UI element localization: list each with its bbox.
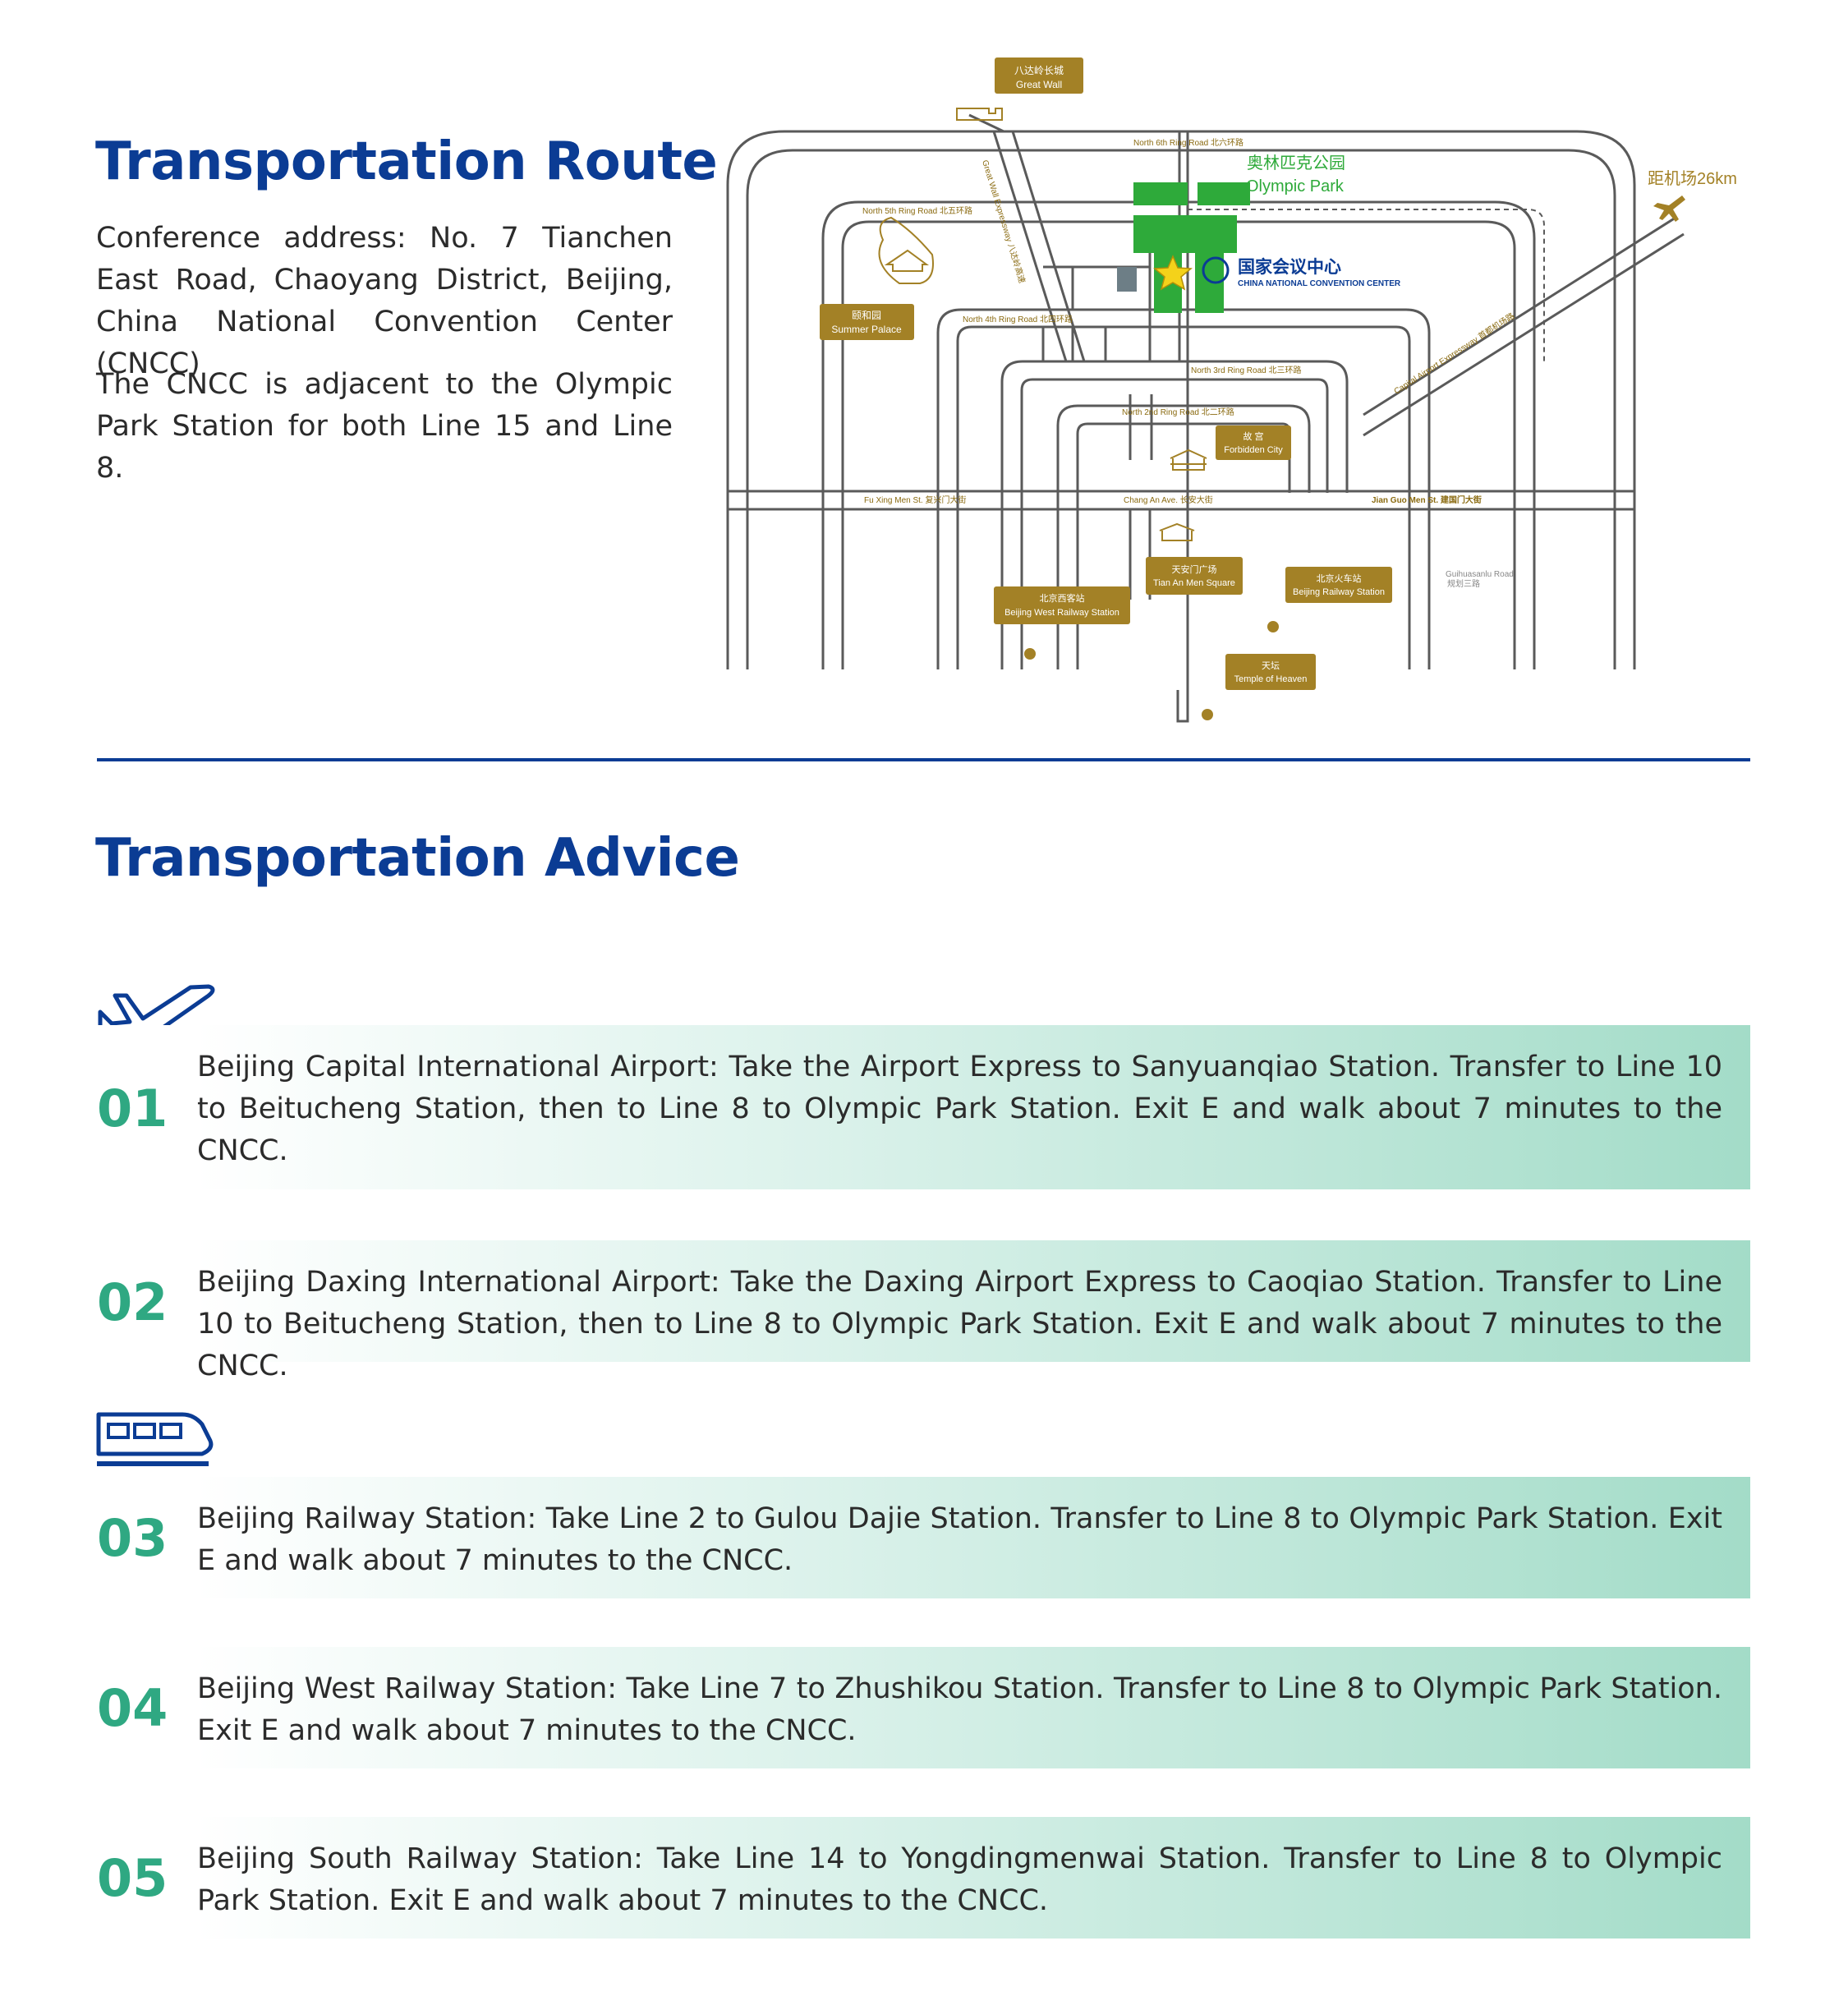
advice-item-number: 01: [97, 1078, 168, 1138]
train-icon: [96, 1412, 214, 1466]
landmark-beijing-railway-station: 北京火车站 Beijing Railway Station: [1267, 567, 1392, 632]
advice-item-band: [97, 1647, 1750, 1768]
landmark-summer-palace: 颐和园 Summer Palace: [820, 216, 934, 340]
landmark-beijing-west-railway-station: 北京西客站 Beijing West Railway Station: [994, 586, 1130, 660]
svg-text:Tian An Men Square: Tian An Men Square: [1153, 578, 1235, 588]
svg-text:规划三路: 规划三路: [1447, 578, 1480, 589]
beijing-route-map: 国家会议中心 CHINA NATIONAL CONVENTION CENTER …: [726, 57, 1737, 723]
advice-item-text: Beijing Daxing International Airport: Ta…: [197, 1266, 1722, 1382]
cncc-building-icon: [1117, 267, 1137, 292]
svg-text:距机场26km: 距机场26km: [1648, 169, 1737, 188]
advice-item-band: [97, 1240, 1750, 1362]
svg-text:天安门广场: 天安门广场: [1172, 563, 1217, 575]
svg-text:Chang An Ave. 长安大街: Chang An Ave. 长安大街: [1124, 494, 1213, 505]
svg-text:天坛: 天坛: [1262, 660, 1280, 671]
advice-title: Transportation Advice: [95, 828, 740, 889]
svg-text:Jian Guo Men St. 建国门大街: Jian Guo Men St. 建国门大街: [1372, 494, 1482, 505]
airport-plane-icon: [1653, 195, 1685, 222]
svg-text:North 3rd Ring Road 北三环路: North 3rd Ring Road 北三环路: [1191, 365, 1302, 375]
svg-text:Guihuasanlu Road: Guihuasanlu Road: [1446, 570, 1514, 579]
landmark-great-wall: 八达岭长城 Great Wall: [956, 57, 1083, 121]
advice-item-text: Beijing Railway Station: Take Line 2 to …: [197, 1502, 1722, 1577]
advice-item-band: [97, 1817, 1750, 1939]
advice-item-band: [97, 1477, 1750, 1598]
svg-text:Beijing Railway Station: Beijing Railway Station: [1293, 587, 1385, 597]
svg-text:Beijing West Railway Station: Beijing West Railway Station: [1004, 608, 1119, 618]
svg-text:Great Wall: Great Wall: [1016, 79, 1062, 90]
svg-text:Forbidden City: Forbidden City: [1224, 445, 1283, 455]
advice-item-text: Beijing Capital International Airport: T…: [197, 1051, 1722, 1167]
rail-line: [1188, 209, 1545, 361]
advice-item-band: [97, 1025, 1750, 1189]
advice-item-text: Beijing South Railway Station: Take Line…: [197, 1842, 1722, 1917]
svg-text:Olympic Park: Olympic Park: [1246, 177, 1345, 195]
landmark-forbidden-city: 故 宫 Forbidden City: [1170, 425, 1291, 471]
svg-text:North 2nd Ring Road 北二环路: North 2nd Ring Road 北二环路: [1122, 407, 1234, 417]
section-divider: [97, 758, 1750, 761]
svg-text:奥林匹克公园: 奥林匹克公园: [1247, 154, 1345, 172]
svg-text:North 4th Ring Road 北四环路: North 4th Ring Road 北四环路: [963, 314, 1073, 324]
landmark-temple-of-heaven: 天坛 Temple of Heaven: [1202, 654, 1316, 720]
conference-address: Conference address: No. 7 Tianchen East …: [96, 222, 673, 380]
advice-item-number: 03: [97, 1508, 168, 1568]
landmark-tiananmen: 天安门广场 Tian An Men Square: [1146, 522, 1243, 595]
svg-text:North 6th Ring Road 北六环路: North 6th Ring Road 北六环路: [1133, 137, 1243, 148]
cncc-station-note: The CNCC is adjacent to the Olympic Park…: [96, 368, 673, 485]
svg-text:国家会议中心: 国家会议中心: [1238, 257, 1341, 277]
advice-item-number: 05: [97, 1848, 168, 1908]
cncc-logo-icon: [1202, 256, 1230, 284]
advice-item-text: Beijing West Railway Station: Take Line …: [197, 1672, 1722, 1747]
route-title: Transportation Route: [95, 131, 718, 192]
cncc-star-icon: [1153, 255, 1193, 291]
svg-text:八达岭长城: 八达岭长城: [1014, 65, 1064, 76]
road-network: [726, 113, 1685, 723]
svg-text:北京火车站: 北京火车站: [1317, 573, 1362, 584]
svg-text:Fu Xing Men St. 复兴门大街: Fu Xing Men St. 复兴门大街: [864, 494, 966, 505]
svg-text:CHINA NATIONAL CONVENTION CENT: CHINA NATIONAL CONVENTION CENTER: [1238, 279, 1401, 288]
olympic-park-area: [1133, 182, 1250, 313]
svg-text:Summer Palace: Summer Palace: [831, 324, 902, 335]
svg-text:Temple of Heaven: Temple of Heaven: [1234, 674, 1308, 684]
svg-text:北京西客站: 北京西客站: [1040, 592, 1085, 604]
svg-text:颐和园: 颐和园: [852, 310, 881, 321]
advice-item-number: 04: [97, 1678, 168, 1738]
advice-item-number: 02: [97, 1272, 168, 1332]
svg-text:North 5th Ring Road 北五环路: North 5th Ring Road 北五环路: [862, 205, 972, 216]
svg-text:故 宫: 故 宫: [1243, 430, 1263, 442]
